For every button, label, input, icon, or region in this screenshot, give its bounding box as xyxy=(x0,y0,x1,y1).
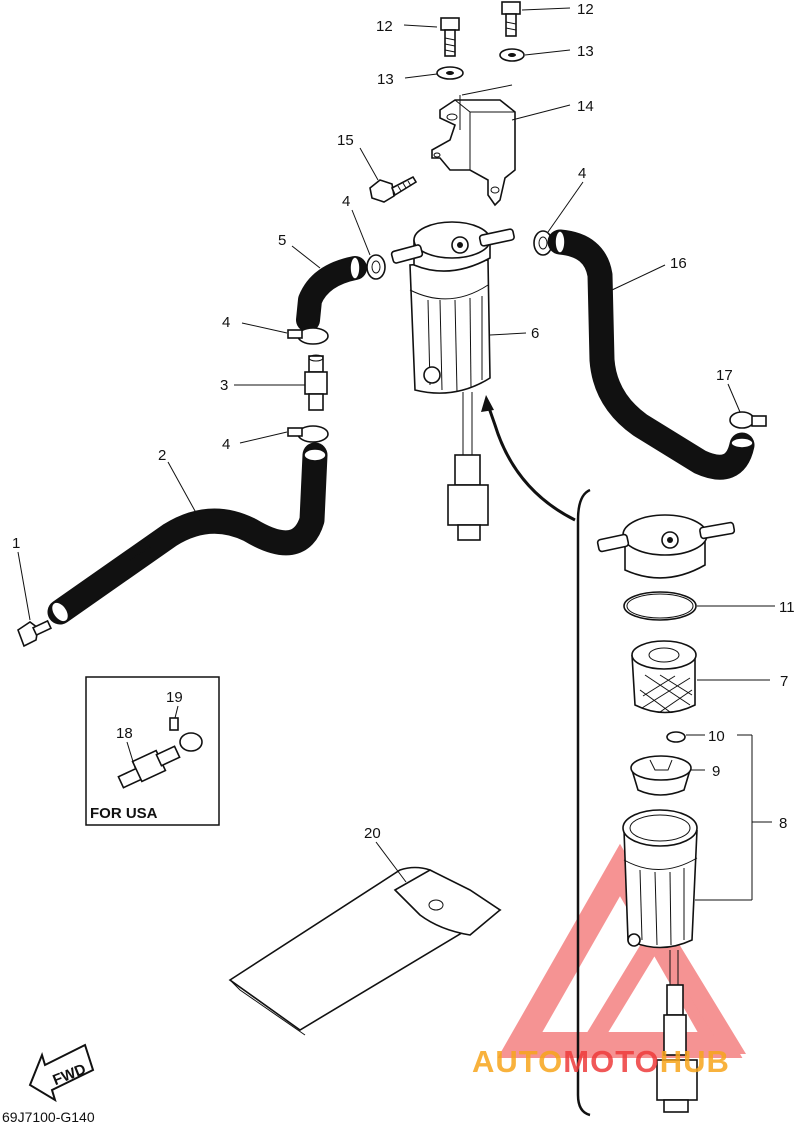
circlip-10 xyxy=(666,731,686,743)
fuel-filter-assembly-6 xyxy=(390,221,515,541)
clamp-4-upper xyxy=(287,327,329,345)
svg-text:AUTOMOTOHUB: AUTOMOTOHUB xyxy=(472,1044,730,1079)
fwd-arrow: FWD xyxy=(28,1043,95,1103)
leader-lines xyxy=(17,7,775,901)
joint-18 xyxy=(117,745,181,789)
for-usa-label: FOR USA xyxy=(90,805,158,822)
for-usa-box: FOR USA xyxy=(85,676,220,826)
callout-8: 8 xyxy=(779,815,787,832)
callout-12: 12 xyxy=(577,1,594,18)
watermark-auto: AUTO xyxy=(472,1044,563,1079)
washer-13-left xyxy=(436,66,464,80)
callout-17: 17 xyxy=(716,367,733,384)
clamp-19 xyxy=(169,717,203,752)
bracket-14 xyxy=(431,99,516,207)
tool-bag-20 xyxy=(228,866,502,1036)
watermark-moto: MOTO xyxy=(563,1044,659,1079)
filter-element-7 xyxy=(631,640,697,714)
filter-cap-detail xyxy=(596,514,736,579)
callout-18: 18 xyxy=(116,725,133,742)
callout-13: 13 xyxy=(577,43,594,60)
clamp-17 xyxy=(729,411,767,429)
callout-10: 10 xyxy=(708,728,725,745)
callout-4: 4 xyxy=(578,165,586,182)
watermark-logo xyxy=(497,843,747,1058)
callout-11: 11 xyxy=(779,599,795,616)
hose-16 xyxy=(547,229,755,480)
o-ring-11 xyxy=(623,591,697,621)
callout-labels: 12 12 13 13 14 15 4 4 5 16 6 4 3 4 17 2 … xyxy=(12,1,795,842)
hose-2 xyxy=(47,442,328,625)
callout-6: 6 xyxy=(531,325,539,342)
callout-5: 5 xyxy=(278,232,286,249)
clamp-4-lower xyxy=(287,425,329,443)
joint-3 xyxy=(304,354,328,411)
callout-7: 7 xyxy=(780,673,788,690)
float-9 xyxy=(630,755,692,796)
callout-16: 16 xyxy=(670,255,687,272)
callout-20: 20 xyxy=(364,825,381,842)
callout-15: 15 xyxy=(337,132,354,149)
bolt-12-right xyxy=(501,1,521,37)
watermark-text: AUTOMOTOHUB xyxy=(472,1044,730,1079)
washer-13-right xyxy=(499,48,525,62)
diagram-code: 69J7100-G140 xyxy=(2,1109,95,1125)
detail-bracket-line xyxy=(576,488,591,1117)
hose-5 xyxy=(296,256,367,332)
filter-cup-8 xyxy=(622,809,698,1113)
screw-15 xyxy=(369,175,418,203)
bolt-12-left xyxy=(440,17,460,57)
callout-14: 14 xyxy=(577,98,594,115)
fitting-1 xyxy=(17,619,53,648)
callout-3: 3 xyxy=(220,377,228,394)
callout-4: 4 xyxy=(222,314,230,331)
callout-2: 2 xyxy=(158,447,166,464)
callout-4: 4 xyxy=(222,436,230,453)
callout-4: 4 xyxy=(342,193,350,210)
clamp-4-filter-left xyxy=(366,254,386,280)
callout-9: 9 xyxy=(712,763,720,780)
callout-19: 19 xyxy=(166,689,183,706)
callout-12: 12 xyxy=(376,18,393,35)
watermark-hub: HUB xyxy=(660,1044,730,1079)
detail-arrow xyxy=(481,395,576,522)
callout-1: 1 xyxy=(12,535,20,552)
callout-13: 13 xyxy=(377,71,394,88)
